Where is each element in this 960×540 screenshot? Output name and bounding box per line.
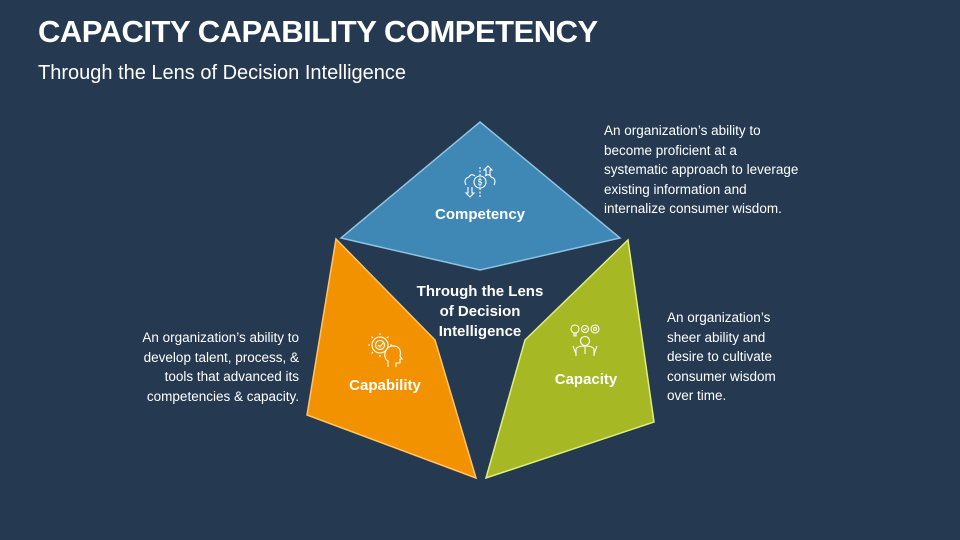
competency-label: Competency — [434, 206, 526, 223]
description-line: tools that advanced its — [164, 369, 299, 384]
competency-description: An organization’s ability to become prof… — [604, 121, 798, 219]
center-label-line: Intelligence — [438, 323, 522, 340]
center-label-line: Through the Lens — [416, 283, 544, 300]
description-line: become proficient at a — [604, 142, 737, 158]
page-subtitle: Through the Lens of Decision Intelligenc… — [38, 62, 407, 84]
description-line: over time. — [667, 388, 727, 403]
gear-head-icon — [368, 333, 404, 367]
description-line: An organization’s ability to — [142, 330, 299, 345]
capability-label: Capability — [349, 377, 421, 394]
description-line: An organization’s ability to — [604, 123, 761, 138]
svg-text:$: $ — [478, 178, 483, 187]
description-line: systematic approach to leverage — [604, 162, 799, 177]
description-line: sheer ability and — [667, 329, 766, 345]
capacity-description: An organization’s sheer ability and desi… — [667, 308, 776, 406]
description-line: competencies & capacity. — [146, 388, 299, 404]
capability-description: An organization’s ability to develop tal… — [100, 328, 299, 406]
description-line: An organization’s — [667, 310, 771, 325]
capability-segment — [306, 237, 478, 480]
capacity-segment — [484, 238, 655, 480]
person-ideas-icon — [570, 324, 600, 356]
description-line: internalize consumer wisdom. — [604, 201, 782, 216]
capacity-label: Capacity — [554, 371, 618, 388]
money-exchange-icon: $ — [464, 165, 496, 198]
description-line: existing information and — [604, 181, 747, 197]
description-line: develop talent, process, & — [143, 349, 299, 365]
page-title: CAPACITY CAPABILITY COMPETENCY — [38, 14, 598, 49]
center-label-line: of Decision — [439, 303, 521, 320]
center-label: Through the Lens of Decision Intelligenc… — [400, 282, 560, 342]
description-line: desire to cultivate — [667, 349, 773, 364]
description-line: consumer wisdom — [667, 368, 776, 384]
